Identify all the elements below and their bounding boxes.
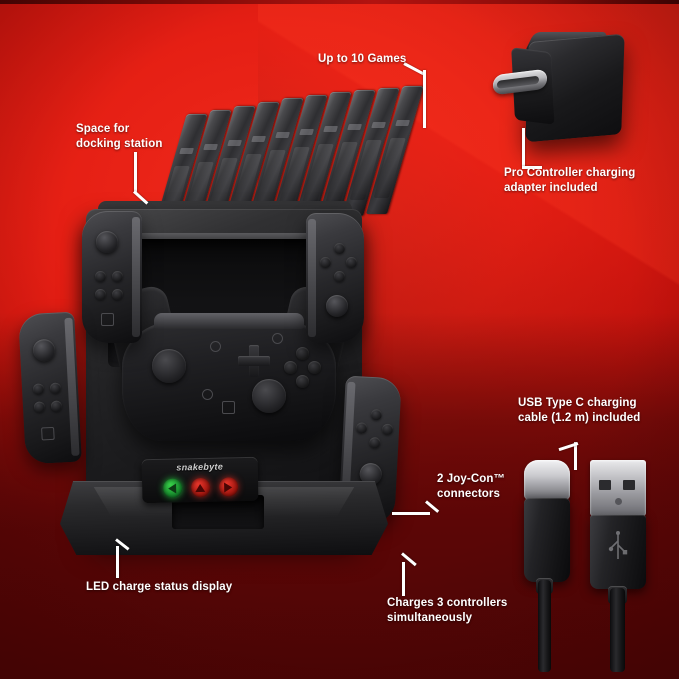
- joycon-left-lower: [18, 311, 82, 465]
- callout-pro-controller-adapter: Pro Controller charging adapter included: [504, 167, 636, 195]
- joycon-direction-button: [49, 382, 62, 394]
- usb-type-c-connector: [524, 460, 570, 582]
- usb-c-metal-tip: [524, 460, 570, 500]
- joycon-face-button: [381, 423, 394, 436]
- pro-controller: [103, 283, 355, 473]
- joycon-rail: [308, 219, 316, 337]
- leader-line-charges: [396, 552, 422, 596]
- callout-up-to-10-games: Up to 10 Games: [318, 53, 407, 65]
- callout-joycon-connectors: 2 Joy-Con™ connectors: [437, 473, 506, 501]
- joycon-face-button: [346, 257, 357, 268]
- joycon-left-upper: [82, 211, 142, 343]
- pro-controller-left-stick: [152, 349, 186, 383]
- joycon-rail: [64, 317, 80, 456]
- triangle-right-icon: [224, 481, 233, 492]
- leader-line-adapter: [522, 126, 544, 172]
- joycon-direction-button: [112, 271, 123, 282]
- joycon-face-button: [320, 257, 331, 268]
- joycon-face-button: [370, 409, 383, 421]
- snakebyte-logo: snakebyte: [176, 461, 224, 473]
- usb-a-housing: [590, 515, 646, 589]
- joycon-right-upper: [306, 213, 364, 343]
- led-indicator-2: [190, 477, 210, 498]
- leader-line-joycon: [392, 498, 442, 516]
- usb-a-metal-shell: [590, 460, 646, 516]
- joycon-face-button: [334, 271, 345, 282]
- leader-line-docking: [124, 152, 149, 208]
- pro-controller-charging-adapter: [487, 28, 655, 150]
- pro-controller-plus-button: [272, 333, 283, 344]
- joycon-direction-button: [33, 401, 46, 413]
- joycon-direction-button: [32, 383, 45, 395]
- joycon-analog-stick: [32, 338, 56, 362]
- background-top-edge: [0, 0, 679, 4]
- cable-cord-right: [610, 588, 625, 672]
- triangle-left-icon: [168, 483, 177, 494]
- joycon-rail: [132, 217, 140, 337]
- joycon-face-button: [369, 436, 381, 449]
- led-indicator-1: [162, 478, 182, 498]
- joycon-direction-button: [50, 400, 63, 412]
- led-indicator-row: [142, 477, 258, 498]
- usb-c-housing: [524, 498, 570, 582]
- cable-cord-left: [538, 580, 551, 672]
- usb-trident-icon: [608, 531, 628, 559]
- leader-line-games: [403, 62, 430, 128]
- pro-controller-right-stick: [252, 379, 286, 413]
- joycon-capture-button: [41, 426, 55, 441]
- joycon-capture-button: [101, 313, 114, 326]
- joycon-face-button: [355, 422, 368, 434]
- callout-usb-type-c-cable: USB Type C charging cable (1.2 m) includ…: [518, 397, 641, 425]
- led-indicator-3: [218, 477, 238, 497]
- callout-charges-3-controllers: Charges 3 controllers simultaneously: [387, 597, 508, 625]
- usb-charging-cable: [516, 460, 666, 672]
- joycon-direction-button: [95, 271, 106, 282]
- joycon-direction-button: [112, 289, 123, 300]
- pro-controller-minus-button: [210, 341, 221, 352]
- joycon-direction-button: [95, 289, 106, 300]
- usb-type-a-connector: [590, 460, 646, 589]
- triangle-up-icon: [195, 483, 206, 492]
- led-charge-status-display: snakebyte: [141, 456, 259, 504]
- joycon-analog-stick: [326, 295, 348, 317]
- pro-controller-top-bar: [154, 313, 304, 329]
- leader-line-led: [112, 538, 136, 578]
- callout-led-charge-status: LED charge status display: [86, 581, 233, 593]
- leader-line-cable: [556, 428, 582, 470]
- pro-controller-face-button: [296, 347, 309, 360]
- pro-controller-face-button: [296, 375, 309, 388]
- joycon-face-button: [334, 243, 345, 254]
- joycon-analog-stick: [96, 231, 118, 253]
- callout-space-for-docking-station: Space for docking station: [76, 123, 163, 151]
- pro-controller-capture-button: [222, 401, 235, 414]
- charging-dock: snakebyte: [18, 195, 420, 595]
- pro-controller-home-button: [202, 389, 213, 400]
- pro-controller-face-button: [308, 361, 321, 374]
- pro-controller-dpad: [238, 345, 270, 377]
- pro-controller-face-button: [284, 361, 297, 374]
